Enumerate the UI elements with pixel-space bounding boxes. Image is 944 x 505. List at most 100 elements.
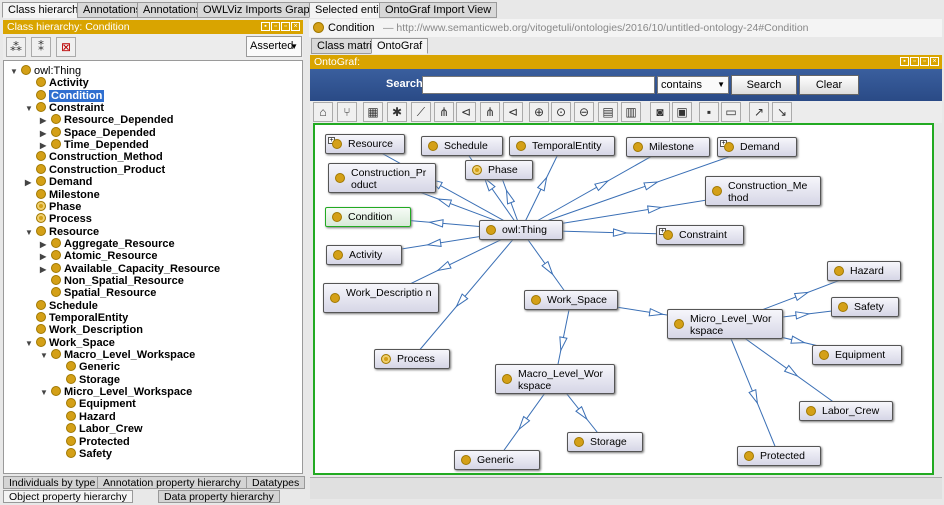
tab-annotation-property-hierarchy[interactable]: Annotation property hierarchy (97, 476, 247, 489)
tree-item-demand[interactable]: ▶Demand (25, 176, 92, 188)
spring-layout-icon[interactable]: ⟋ (411, 102, 431, 122)
collapsed-icon[interactable]: ▶ (40, 141, 47, 151)
tree-item-equipment[interactable]: Equipment (55, 398, 136, 410)
tree-item-safety[interactable]: Safety (55, 447, 112, 460)
tree-down-icon[interactable]: ⋔ (434, 102, 454, 122)
graph-canvas[interactable]: +Resource Schedule TemporalEntity Milestone… (313, 123, 934, 475)
graph-node-equipment[interactable]: Equipment (812, 345, 902, 365)
graph-node-resource[interactable]: +Resource (325, 134, 405, 154)
tab-class-matrix[interactable]: Class matrix (311, 38, 384, 54)
collapsed-icon[interactable]: ▶ (40, 264, 47, 274)
tree-item-macro-level-workspace[interactable]: ▼Macro_Level_Workspace (40, 349, 195, 361)
tab-selected-entity[interactable]: Selected entity (309, 2, 394, 18)
collapsed-icon[interactable]: ▶ (40, 128, 47, 138)
maximize-icon-2[interactable]: ▫ (920, 57, 929, 66)
graph-node-activity[interactable]: Activity (326, 245, 402, 265)
tree-item-storage[interactable]: Storage (55, 373, 120, 386)
graph-node-safety[interactable]: Safety (831, 297, 899, 317)
expanded-icon[interactable]: ▼ (25, 104, 33, 114)
graph-node-milestone[interactable]: Milestone (626, 137, 710, 157)
tree-item-space-depended[interactable]: ▶Space_Depended (40, 126, 156, 139)
tab-datatypes[interactable]: Datatypes (246, 476, 306, 489)
expanded-icon[interactable]: ▼ (25, 338, 33, 348)
expanded-icon[interactable]: ▼ (25, 227, 33, 237)
maximize-icon[interactable]: ▫ (281, 22, 290, 31)
filter-arc-icon[interactable]: ▥ (621, 102, 641, 122)
tree-item-constraint[interactable]: ▼Constraint (25, 102, 104, 114)
tree-item-construction-method[interactable]: Construction_Method (25, 151, 163, 163)
tab-object-property-hierarchy[interactable]: Object property hierarchy (3, 490, 133, 503)
tree-right-icon[interactable]: ⊲ (503, 102, 523, 122)
tree-item-aggregate-resource[interactable]: ▶Aggregate_Resource (40, 237, 175, 250)
tree-item-process[interactable]: Process (25, 213, 92, 225)
delete-class-icon[interactable]: ⊠ (56, 37, 76, 57)
branch-icon[interactable]: ⑂ (337, 102, 357, 122)
home-icon[interactable]: ⌂ (313, 102, 333, 122)
tree-item-schedule[interactable]: Schedule (25, 299, 98, 312)
search-mode-select[interactable]: contains ▼ (657, 76, 729, 94)
tree-item-activity[interactable]: Activity (25, 77, 89, 89)
zoom-in-icon[interactable]: ⊕ (529, 102, 549, 122)
tree-up-icon[interactable]: ⋔ (480, 102, 500, 122)
tree-item-atomic-resource[interactable]: ▶Atomic_Resource (40, 250, 158, 262)
tree-item-milestone[interactable]: Milestone (25, 188, 100, 201)
save-icon[interactable]: ▪ (699, 102, 719, 122)
graph-node-temporal[interactable]: TemporalEntity (509, 136, 615, 156)
graph-node-protected[interactable]: Protected (737, 446, 821, 466)
tree-item-condition[interactable]: Condition (25, 89, 105, 102)
search-input[interactable] (422, 76, 655, 94)
tab-ontograf[interactable]: OntoGraf (371, 38, 429, 54)
collapsed-icon[interactable]: ▶ (40, 252, 47, 262)
tree-item-non-spatial-resource[interactable]: Non_Spatial_Resource (40, 274, 184, 287)
graph-node-cproduct[interactable]: Construction_Pr oduct (328, 163, 436, 193)
pin-icon-2[interactable]: ▪ (900, 57, 909, 66)
tree-item-work-description[interactable]: Work_Description (25, 324, 143, 336)
tree-item-protected[interactable]: Protected (55, 435, 130, 448)
graph-node-demand[interactable]: +Demand (717, 137, 797, 157)
filter-node-icon[interactable]: ▤ (598, 102, 618, 122)
graph-node-cmethod[interactable]: Construction_Me thod (705, 176, 821, 206)
graph-node-micro[interactable]: Micro_Level_Wor kspace (667, 309, 783, 339)
close-icon-2[interactable]: × (930, 57, 939, 66)
graph-node-owlthing[interactable]: owl:Thing (479, 220, 563, 240)
tree-item-generic[interactable]: Generic (55, 361, 120, 373)
add-subclass-icon[interactable]: ⁂ (6, 37, 26, 57)
tab-data-property-hierarchy[interactable]: Data property hierarchy (158, 490, 280, 503)
snapshot-icon[interactable]: ◙ (650, 102, 670, 122)
graph-node-laborcrew[interactable]: Labor_Crew (799, 401, 893, 421)
tree-left-icon[interactable]: ⊲ (456, 102, 476, 122)
tab-annotations[interactable]: Annotations (77, 2, 148, 18)
zoom-fit-icon[interactable]: ⊙ (551, 102, 571, 122)
import-icon[interactable]: ↘ (772, 102, 792, 122)
expanded-icon[interactable]: ▼ (40, 388, 48, 398)
clear-button[interactable]: Clear (799, 75, 859, 95)
graph-node-generic[interactable]: Generic (454, 450, 540, 470)
grid-layout-icon[interactable]: ▦ (363, 102, 383, 122)
graph-node-constraint[interactable]: +Constraint (656, 225, 744, 245)
graph-node-schedule[interactable]: Schedule (421, 136, 503, 156)
graph-node-phase[interactable]: Phase (465, 160, 533, 180)
tree-item-work-space[interactable]: ▼Work_Space (25, 336, 115, 349)
tree-item-spatial-resource[interactable]: Spatial_Resource (40, 287, 156, 299)
tab-owlviz[interactable]: OWLViz Imports Graph (197, 2, 322, 18)
tree-item-labor-crew[interactable]: Labor_Crew (55, 423, 143, 435)
graph-node-workspace[interactable]: Work_Space (524, 290, 618, 310)
collapsed-icon[interactable]: ▶ (40, 116, 47, 126)
search-button[interactable]: Search (731, 75, 797, 95)
tree-item-owl-thing[interactable]: ▼owl:Thing (10, 65, 81, 77)
tree-item-phase[interactable]: Phase (25, 200, 81, 213)
expanded-icon[interactable]: ▼ (10, 67, 18, 76)
graph-node-condition[interactable]: Condition (325, 207, 411, 227)
tab-ontograf-import-view[interactable]: OntoGraf Import View (379, 2, 498, 18)
tab-class-hierarchy[interactable]: Class hierarchy (2, 2, 90, 18)
graph-node-storage[interactable]: Storage (567, 432, 643, 452)
tab-annotations-2[interactable]: Annotations (137, 2, 208, 18)
tree-item-micro-level-workspace[interactable]: ▼Micro_Level_Workspace (40, 386, 192, 398)
export-icon[interactable]: ↗ (749, 102, 769, 122)
asserted-select[interactable]: Asserted ▼ (246, 36, 302, 57)
tree-item-construction-product[interactable]: Construction_Product (25, 163, 165, 176)
tree-item-hazard[interactable]: Hazard (55, 410, 116, 423)
tree-item-temporalentity[interactable]: TemporalEntity (25, 312, 128, 324)
tree-item-available-capacity-resource[interactable]: ▶Available_Capacity_Resource (40, 262, 220, 275)
expanded-icon[interactable]: ▼ (40, 351, 48, 361)
